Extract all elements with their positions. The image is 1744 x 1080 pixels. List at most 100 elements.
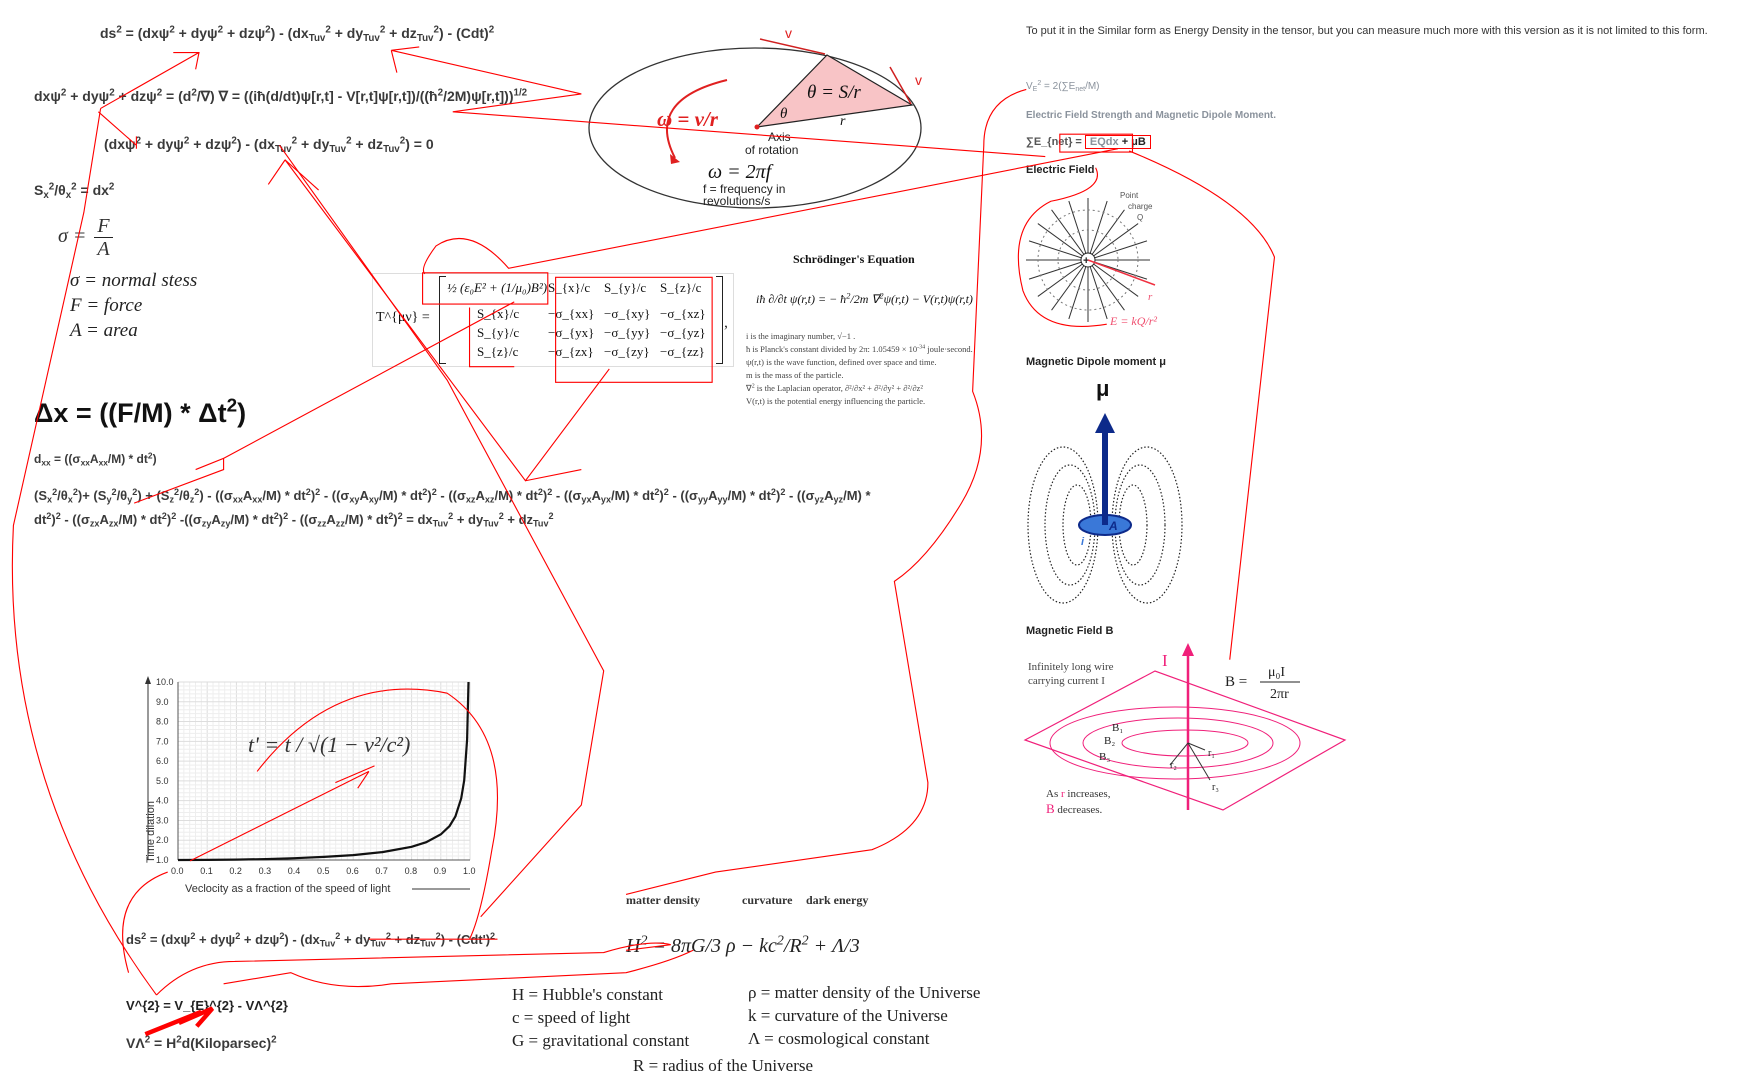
dxx-equation: dxx = ((σxxAxx/M) * dt2) [34,450,157,468]
friedmann-defs-left: H = Hubble's constant c = speed of light… [512,983,689,1052]
matter-density-label: matter density [626,893,701,907]
tensor-comma: , [724,314,728,331]
r-label: r [1148,291,1153,303]
r-label: r₁ [1208,748,1215,759]
b-decrease-note: B decreases. [1046,801,1103,816]
field-line [1051,209,1089,261]
b-label: B₁ [1112,722,1123,734]
field-line [1087,259,1139,297]
definition: ρ = matter density of the Universe [748,983,981,1002]
tensor-cell: S_{z}/c [660,280,702,295]
enet-equation: ∑E_{net} = EQdx + μB [1026,135,1151,149]
tensor-left-column: S_{x}/c S_{y}/c S_{z}/c [477,304,519,361]
note-line: ∇2 is the Laplacian operator, ∂²/∂x² + ∂… [746,383,923,393]
b-label: B₂ [1104,735,1115,747]
note-line: ψ(r,t) is the wave function, defined ove… [746,357,937,367]
b-formula-denominator: 2πr [1270,687,1289,702]
stress-numerator: F [94,215,113,238]
stress-def: A = area [70,320,138,341]
note-line: V(r,t) is the potential energy influenci… [746,396,926,406]
magnetic-dipole-diagram: A i [1027,413,1183,604]
axis-label: of rotation [745,143,798,157]
point-charge-label: charge [1128,202,1153,211]
tensor-stress-block: −σ_{xx} −σ_{xy} −σ_{xz} −σ_{yx} −σ_{yy} … [548,304,716,361]
point-charge-label: Q [1137,213,1143,222]
psi-nabla-equation: dxψ2 + dyψ2 + dzψ2 = (d2/∇) ∇ = ((iħ(d/d… [34,87,528,104]
x-tick-label: 0.8 [405,866,418,876]
tensor-cell: S_{x}/c [477,306,520,321]
b-label: B₃ [1099,751,1110,763]
stress-energy-tensor: T^{μν} = ½ (ε₀E² + (1/μ₀)B²) S_{x}/c S_{… [372,273,734,367]
radius-definition: R = radius of the Universe [633,1056,814,1075]
wire-field-diagram: I Infinitely long wire carrying current … [1023,643,1347,816]
y-tick-label: 5.0 [156,776,169,786]
dark-energy-label: dark energy [806,893,869,907]
mu-symbol: μ [1096,376,1110,401]
x-tick-label: 0.0 [171,866,184,876]
axis-label: Axis [768,130,791,144]
time-dilation-curve [177,681,470,862]
b-formula-lhs: B = [1225,674,1247,690]
y-tick-label: 9.0 [156,697,169,707]
stress-def: σ = normal stess [70,270,198,291]
note-line: i is the imaginary number, √−1 . [746,331,856,341]
stress-lhs: σ = [58,225,87,248]
field-line [1051,259,1089,311]
x-tick-label: 0.1 [200,866,213,876]
theta-equation: θ = S/r [807,82,861,103]
wire-label: carrying current I [1028,675,1105,687]
enet-lhs: ∑E_{net} = [1026,136,1082,148]
v-lambda-equation: VΛ2 = H2d(Kiloparsec)2 [126,1034,277,1051]
tensor-cell: S_{y}/c [604,280,647,295]
note-line: m is the mass of the particle. [746,370,844,380]
axis-point [754,124,760,130]
schrodinger-equation: iħ ∂/∂t ψ(r,t) = − ħ2/2m ∇2ψ(r,t) − V(r,… [756,291,973,306]
y-tick-label: 4.0 [156,796,169,806]
zero-equation: (dxψ2 + dyψ2 + dzψ2) - (dxTuv2 + dyTuv2 … [104,135,434,155]
dipole-title: Magnetic Dipole moment μ [1026,356,1166,368]
x-tick-label: 0.6 [346,866,359,876]
current-label: i [1081,536,1085,548]
field-line [1087,209,1125,261]
r-label: r₂ [1170,760,1177,771]
y-tick-label: 3.0 [156,815,169,825]
y-tick-label: 10.0 [156,677,174,687]
tensor-cell: −σ_{yz} [660,325,706,340]
chart-grid [177,681,471,861]
time-dilation-formula: t' = t / √(1 − v²/c²) [248,732,410,757]
r-label: r₃ [1212,782,1219,793]
x-tick-label: 0.5 [317,866,330,876]
chart-ylabel: Time dilation [145,801,157,863]
tensor-cell: −σ_{xy} [604,306,651,321]
field-plane [1023,670,1347,811]
long-equation-line1: (Sx2/θx2)+ (Sy2/θy2) + (Sz2/θz2) - ((σxx… [34,487,871,505]
magnetic-field-title: Magnetic Field B [1026,625,1114,637]
spacetime-interval-bottom: ds2 = (dxψ2 + dyψ2 + dzψ2) - (dxTuv2 + d… [126,931,496,949]
enet-mub: + μB [1118,136,1146,148]
field-line [1068,200,1089,261]
x-tick-label: 0.2 [229,866,242,876]
ve-equation: VE2 = 2(∑Enet/M) [1026,80,1100,94]
chart-xlabel: Veclocity as a fraction of the speed of … [185,883,390,895]
long-equation-line2: dt2)2 - ((σzxAzx/M) * dt2)2 -((σzyAzy/M)… [34,511,554,529]
tensor-cell: −σ_{zy} [604,344,650,359]
point-charge-label: Point [1120,191,1139,200]
angular-velocity-diagram: v v θ = S/r θ r ω = v/r Axis of rotation… [588,30,922,209]
field-line [1037,223,1089,261]
schrodinger-title: Schrödinger's Equation [793,252,915,266]
omega-v-equation: ω = v/r [657,107,719,131]
tensor-cell: −σ_{xz} [660,306,706,321]
wire-label: Infinitely long wire [1028,661,1114,673]
x-tick-label: 0.7 [375,866,388,876]
velocity-label: v [785,30,792,41]
y-tick-label: 7.0 [156,736,169,746]
delta-x-equation: Δx = ((F/M) * Δt2) [34,395,247,428]
velocity-label: v [915,72,922,88]
definition: c = speed of light [512,1008,631,1027]
tensor-cell: S_{y}/c [477,325,520,340]
header-note: To put it in the Similar form as Energy … [1026,25,1708,37]
tensor-lhs: T^{μν} = [376,310,430,325]
definition: Λ = cosmological constant [748,1029,930,1048]
stress-def: F = force [70,295,143,316]
